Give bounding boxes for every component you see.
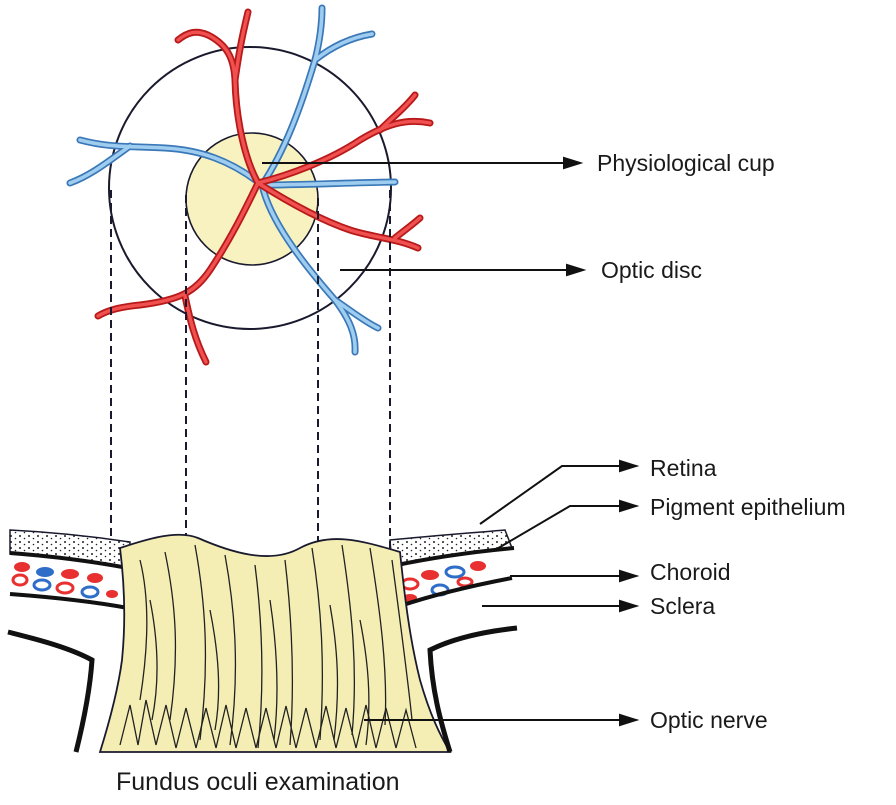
- pointer-lines: [262, 156, 640, 727]
- retinal-arteries: [94, 8, 434, 366]
- projection-lines: [110, 190, 391, 555]
- retina-layer-right: [389, 529, 514, 567]
- retinal-veins: [66, 4, 399, 356]
- label-pigment-epithelium: Pigment epithelium: [650, 494, 846, 520]
- label-retina: Retina: [650, 455, 717, 481]
- pigment-epithelium-right: [391, 546, 515, 568]
- label-physiological-cup: Physiological cup: [597, 150, 775, 176]
- pigment-epithelium-left: [9, 551, 129, 570]
- choroid-left: [11, 562, 118, 599]
- label-choroid: Choroid: [650, 559, 731, 585]
- label-sclera: Sclera: [650, 593, 716, 619]
- sclera-line-left: [9, 592, 129, 610]
- label-optic-nerve: Optic nerve: [650, 707, 768, 733]
- figure-caption: Fundus oculi examination: [116, 768, 400, 796]
- choroid-outer-right: [399, 576, 513, 608]
- sclera-wall-right: [427, 625, 518, 753]
- sclera-wall-left: [7, 629, 95, 753]
- choroid-right: [400, 561, 486, 602]
- label-optic-disc: Optic disc: [601, 257, 702, 283]
- nerve-fibres: [119, 544, 417, 749]
